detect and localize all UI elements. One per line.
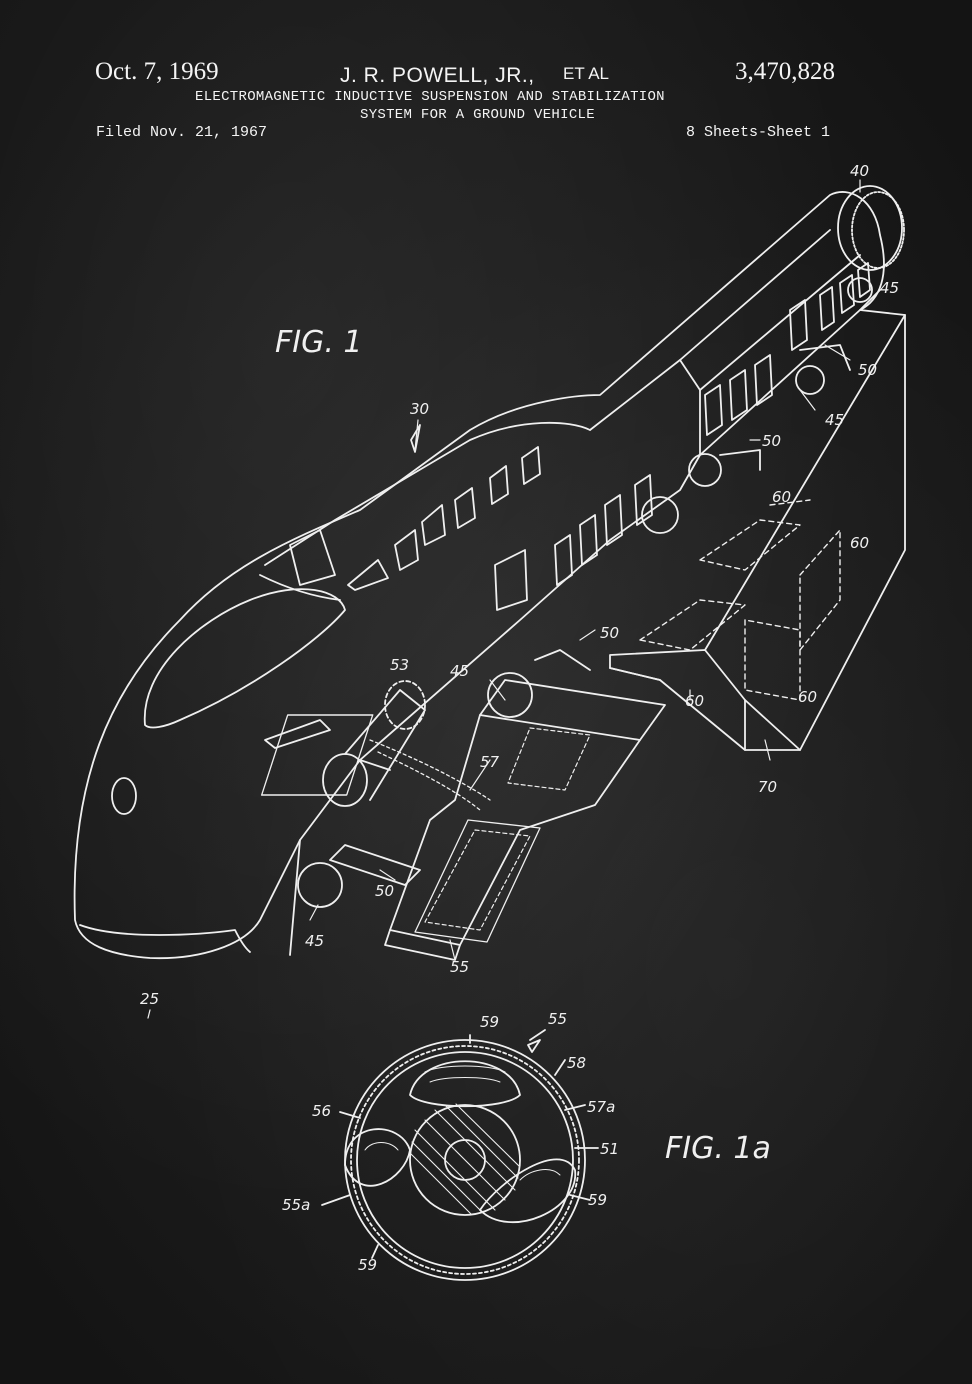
ref-45-upper: 45 xyxy=(880,279,899,297)
ref-40: 40 xyxy=(850,162,869,180)
ref-55a: 55a xyxy=(282,1196,310,1214)
ref-57a: 57a xyxy=(587,1098,615,1116)
ref-55-section: 55 xyxy=(548,1010,567,1028)
ref-51: 51 xyxy=(600,1140,619,1158)
filed-date: Filed Nov. 21, 1967 xyxy=(96,124,268,141)
ref-59-bottom: 59 xyxy=(358,1256,377,1274)
ref-70: 70 xyxy=(758,778,777,796)
leader-lines xyxy=(147,179,861,1019)
track-pads xyxy=(260,679,666,961)
patent-number: 3,470,828 xyxy=(735,58,835,85)
inventor-name: J. R. POWELL, JR., xyxy=(340,64,535,87)
et-al: ET AL xyxy=(563,64,609,83)
suspension-details xyxy=(297,277,873,908)
ref-59-top: 59 xyxy=(480,1013,499,1031)
ref-45-front: 45 xyxy=(450,662,469,680)
ref-60-right: 60 xyxy=(850,534,869,552)
ref-50-low: 50 xyxy=(375,882,394,900)
vehicle-body xyxy=(73,185,905,960)
ref-60-top: 60 xyxy=(772,488,791,506)
sheet-count: 8 Sheets-Sheet 1 xyxy=(686,124,831,141)
ref-30: 30 xyxy=(410,400,429,418)
ref-58: 58 xyxy=(567,1054,586,1072)
fig-1-label: FIG. 1 xyxy=(275,325,363,360)
fig-1a-label: FIG. 1a xyxy=(665,1131,771,1166)
cross-section xyxy=(321,424,599,1281)
ref-60-low: 60 xyxy=(685,692,704,710)
ref-60-lowright: 60 xyxy=(798,688,817,706)
ref-45-low: 45 xyxy=(305,932,324,950)
ref-50-mid: 50 xyxy=(762,432,781,450)
patent-title-line1: ELECTROMAGNETIC INDUCTIVE SUSPENSION AND… xyxy=(195,89,665,105)
patent-title-line2: SYSTEM FOR A GROUND VEHICLE xyxy=(360,107,595,123)
ref-25: 25 xyxy=(140,990,159,1008)
ref-55: 55 xyxy=(450,958,469,976)
ref-59-right: 59 xyxy=(588,1191,607,1209)
ref-50-upper: 50 xyxy=(858,361,877,379)
ref-56: 56 xyxy=(312,1102,331,1120)
guideway xyxy=(609,309,906,751)
ref-50-front: 50 xyxy=(600,624,619,642)
patent-date: Oct. 7, 1969 xyxy=(95,58,219,85)
ref-45-mid: 45 xyxy=(825,411,844,429)
ref-57: 57 xyxy=(480,753,500,771)
ref-53: 53 xyxy=(390,656,409,674)
